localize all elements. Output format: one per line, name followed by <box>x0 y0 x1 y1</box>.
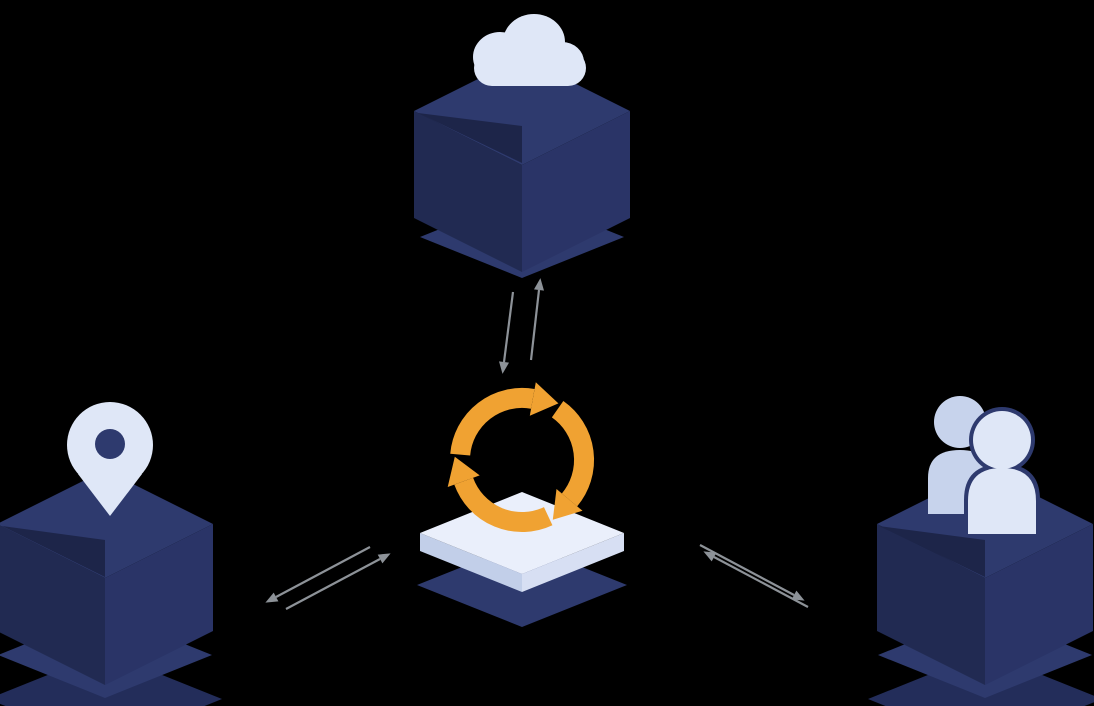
connector-top-arrowhead-up <box>534 278 544 291</box>
location-cube-shadow <box>2 526 105 577</box>
connector-left-line-in <box>285 558 381 610</box>
sync-arrowhead-bottom <box>552 489 583 520</box>
connector-top-arrowhead-down <box>499 361 509 374</box>
sync-arrowhead-top <box>529 382 559 416</box>
users-icon <box>928 396 1040 534</box>
users-cube-right-face <box>985 524 1093 685</box>
location-cube-right-face <box>105 524 213 685</box>
cloud-icon-base <box>474 50 586 86</box>
sync-arc-top <box>450 387 535 456</box>
users-cube-left-face <box>877 524 985 685</box>
connector-left-arrowhead-out <box>265 592 279 603</box>
cloud-cube-shadow <box>418 113 522 163</box>
location-pin-icon <box>67 402 153 516</box>
users-icon-front-body <box>968 468 1036 534</box>
platform-side-left <box>420 533 522 592</box>
sync-arrowhead-left <box>447 456 480 487</box>
location-cube-left-face <box>0 525 105 685</box>
cloud-cube-left-face <box>414 111 522 272</box>
connector-right-center <box>699 544 809 608</box>
connector-left-arrowhead-in <box>377 553 391 564</box>
location-pin-hole <box>95 429 125 459</box>
sync-hub <box>417 382 627 627</box>
connector-right-line-in <box>713 556 809 608</box>
connector-left-center <box>265 546 391 610</box>
connector-right-arrowhead-out <box>791 590 805 601</box>
connectors <box>265 278 809 610</box>
users-cube-shadow <box>879 526 985 577</box>
sync-arc-bottom <box>454 477 553 533</box>
users-icon-front-head <box>973 411 1031 469</box>
cloud-icon <box>473 14 586 86</box>
connector-top-center <box>499 278 544 374</box>
sync-arrows-icon <box>447 382 595 533</box>
cloud-cube-right-face <box>522 111 630 272</box>
sync-arc-right <box>551 401 595 507</box>
connector-left-line-out <box>275 546 371 598</box>
platform-side-right <box>522 533 624 592</box>
cloud-node <box>414 14 630 278</box>
connector-top-line-up <box>529 289 541 361</box>
connector-right-arrowhead-in <box>703 551 717 562</box>
location-node <box>0 402 222 706</box>
connector-top-line-down <box>502 291 515 363</box>
users-node <box>868 396 1094 706</box>
